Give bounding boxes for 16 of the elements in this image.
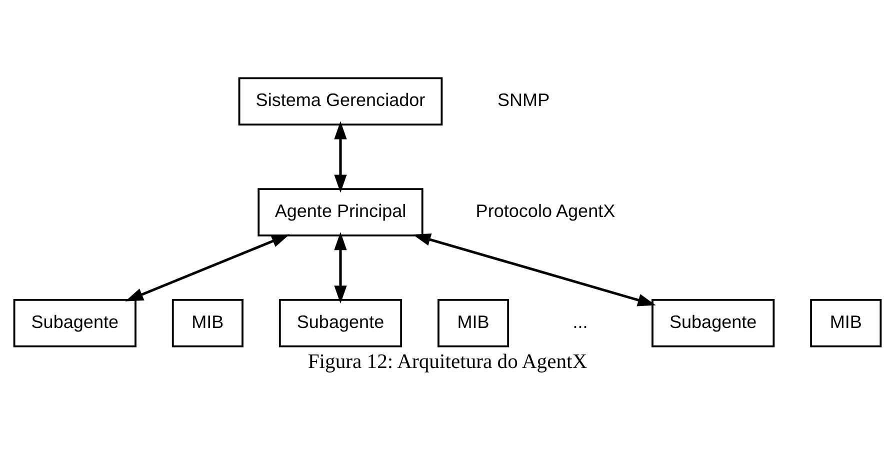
node-box: MIB <box>438 298 510 347</box>
label: ... <box>572 311 588 332</box>
node-box: Subagente <box>278 298 402 347</box>
arrow <box>412 232 656 306</box>
arrow <box>334 120 347 192</box>
arrow <box>334 232 347 304</box>
label: SNMP <box>498 90 550 110</box>
node-box: Subagente <box>652 298 775 347</box>
caption: Figura 12: Arquitetura do AgentX <box>308 350 588 372</box>
node-box: MIB <box>172 298 244 347</box>
node-box: MIB <box>810 298 882 347</box>
node-box: Agente Principal <box>258 188 424 236</box>
node-box: Subagente <box>13 298 136 347</box>
label: Protocolo AgentX <box>476 200 616 221</box>
node-box: Sistema Gerenciador <box>238 76 443 126</box>
arrow <box>125 234 290 301</box>
